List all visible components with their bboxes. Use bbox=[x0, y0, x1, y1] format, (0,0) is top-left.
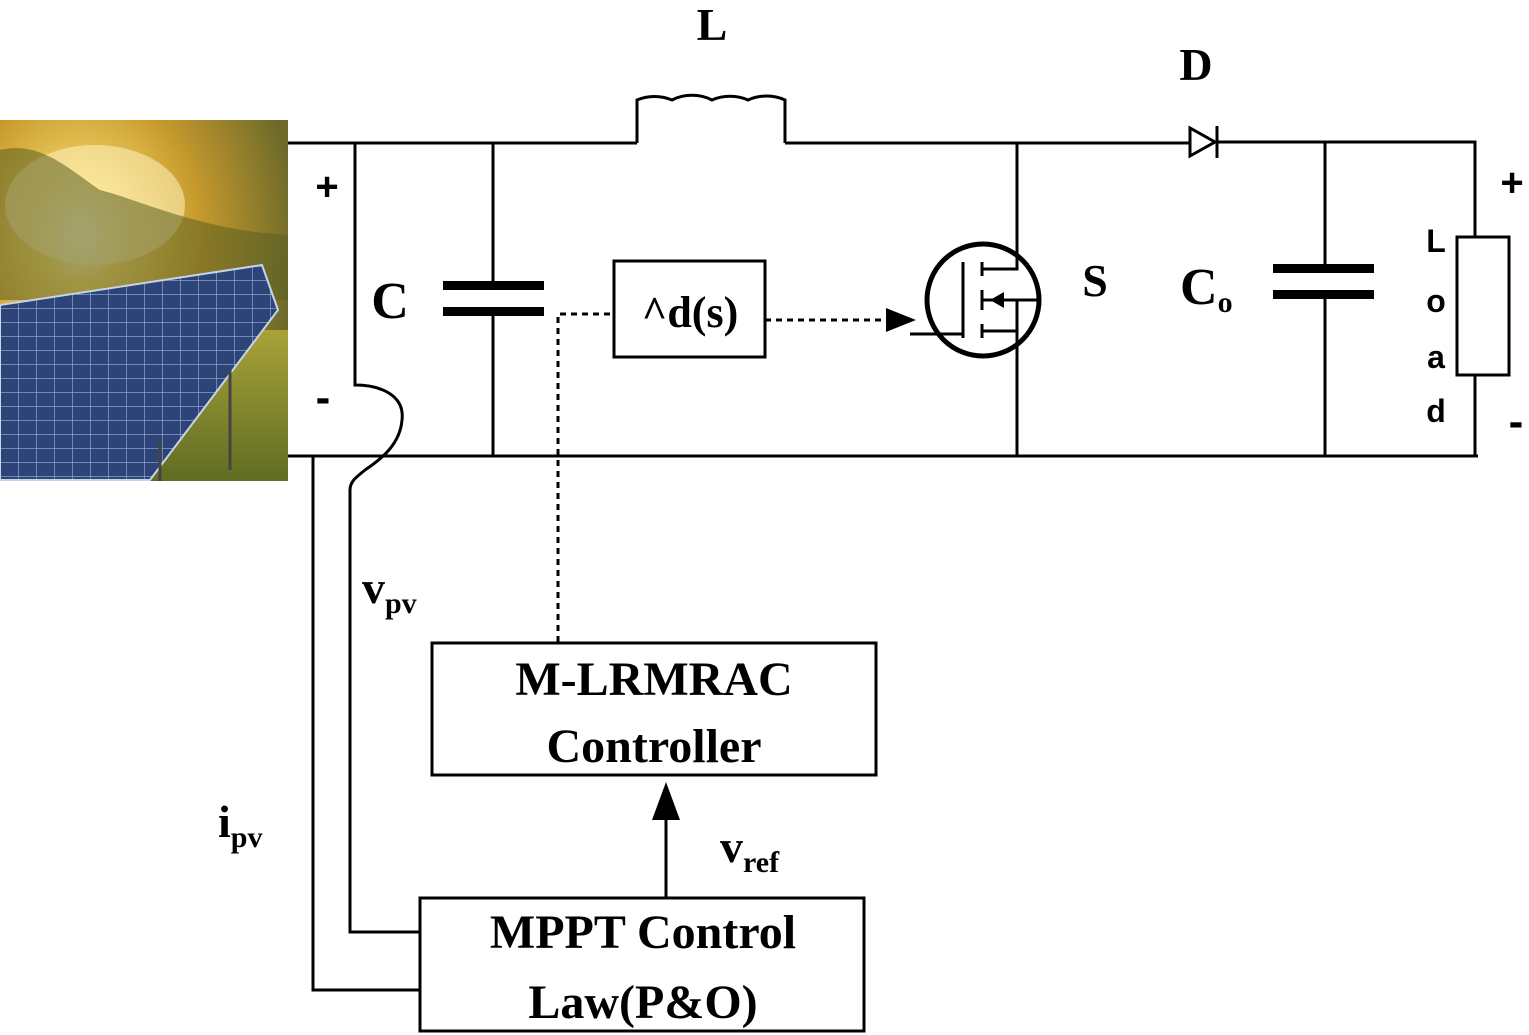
load-label: L o a d bbox=[1426, 223, 1446, 429]
load-resistor bbox=[1455, 235, 1511, 377]
load-letter-2: o bbox=[1426, 283, 1446, 319]
vref-label: vref bbox=[720, 821, 780, 879]
mppt-line1: MPPT Control bbox=[490, 906, 796, 959]
load-letter-1: L bbox=[1426, 223, 1446, 259]
input-capacitor-label: C bbox=[371, 273, 409, 330]
mppt-block: MPPT Control Law(P&O) bbox=[418, 896, 866, 1033]
vref-arrow bbox=[652, 782, 680, 820]
inductor bbox=[635, 93, 787, 143]
out-minus: - bbox=[1509, 397, 1524, 446]
pv-plus: + bbox=[315, 165, 338, 209]
switch-label: S bbox=[1082, 255, 1108, 306]
vpv-label: vpv bbox=[362, 562, 417, 620]
diode-label: D bbox=[1179, 39, 1212, 90]
gate-arrow bbox=[886, 308, 916, 332]
duty-cycle-label: ^d(s) bbox=[642, 288, 738, 337]
out-plus: + bbox=[1500, 161, 1523, 205]
controller-line2: Controller bbox=[546, 720, 761, 773]
ipv-label: ipv bbox=[218, 796, 262, 854]
mppt-line2: Law(P&O) bbox=[528, 976, 757, 1029]
duty-cycle-block: ^d(s) bbox=[612, 259, 767, 359]
pv-minus: - bbox=[316, 373, 331, 422]
inductor-label: L bbox=[697, 0, 728, 50]
controller-line1: M-LRMRAC bbox=[515, 653, 792, 706]
controller-to-duty-signal bbox=[556, 312, 614, 642]
output-capacitor bbox=[1273, 143, 1374, 456]
solar-panel-image bbox=[0, 120, 288, 481]
vpv-sense-wire bbox=[348, 143, 420, 934]
power-circuit bbox=[288, 93, 1511, 992]
output-capacitor-label: Co bbox=[1180, 259, 1233, 319]
input-capacitor bbox=[443, 143, 544, 456]
diode bbox=[1188, 125, 1219, 159]
load-letter-4: d bbox=[1426, 393, 1446, 429]
load-letter-3: a bbox=[1427, 339, 1445, 375]
controller-block: M-LRMRAC Controller bbox=[430, 641, 878, 777]
mosfet-switch bbox=[910, 143, 1042, 456]
ipv-sense-wire bbox=[311, 456, 420, 992]
